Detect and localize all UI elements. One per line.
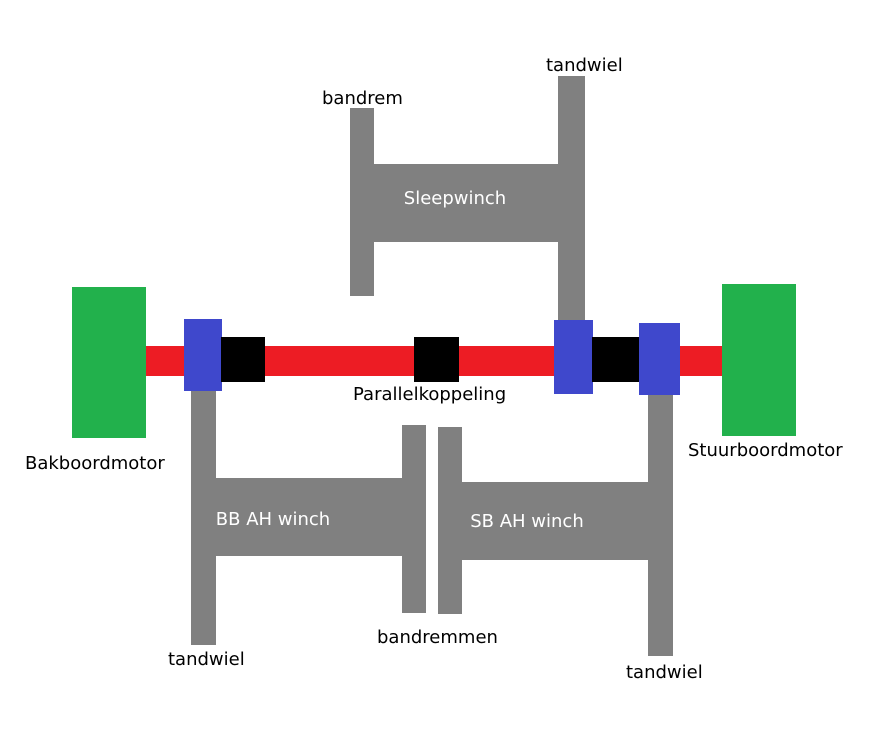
gear-sb [639,323,680,395]
sb-ah-winch-drum [462,482,648,560]
tandwiel-top-label: tandwiel [546,55,623,76]
gear-sleepwinch [554,320,593,394]
sleepwinch-gear-shaft [558,76,585,326]
parallel-coupling [414,337,459,382]
tandwiel-right-label: tandwiel [626,662,703,683]
sb-ah-winch-band-brake-flange [438,427,462,614]
sb-ah-winch-label: SB AH winch [470,511,584,532]
bb-ah-winch-band-brake-flange [402,425,426,613]
sleepwinch-drum [374,164,558,242]
bandrem-label: bandrem [322,88,403,109]
sleepwinch-assembly: Sleepwinch [350,76,585,326]
bb-ah-winch-gear-shaft [191,385,216,645]
bakboordmotor [72,287,146,438]
sb-ah-winch-gear-shaft [648,390,673,656]
parallelkoppeling-label: Parallelkoppeling [353,384,506,405]
sleepwinch-band-brake-flange [350,108,374,296]
coupling-sb [592,337,639,382]
tandwiel-left-label: tandwiel [168,649,245,670]
coupling-bb [221,337,265,382]
bb-ah-winch-drum [216,478,402,556]
sb-ah-winch-assembly: SB AH winch [438,390,673,656]
bb-ah-winch-assembly: BB AH winch [191,385,426,645]
bb-ah-winch-label: BB AH winch [216,509,330,530]
bakboordmotor-label: Bakboordmotor [25,453,165,474]
stuurboordmotor [722,284,796,436]
bandremmen-label: bandremmen [377,627,498,648]
stuurboordmotor-label: Stuurboordmotor [688,440,843,461]
sleepwinch-label: Sleepwinch [404,188,506,209]
gear-bb [184,319,222,391]
